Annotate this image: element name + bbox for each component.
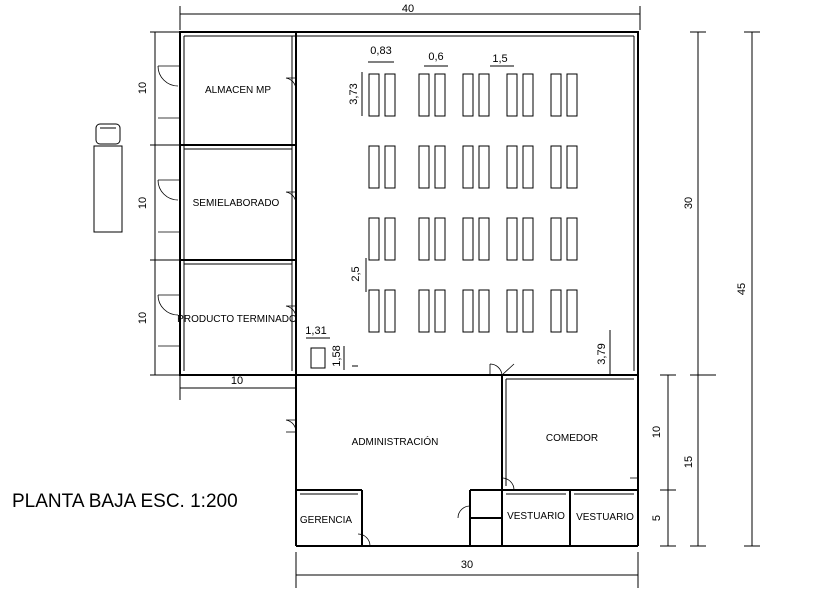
work-table [478, 145, 490, 189]
work-table [478, 289, 490, 333]
work-table [462, 289, 474, 333]
work-table [566, 73, 578, 117]
room-almacen: ALMACEN MP [205, 85, 271, 96]
work-table [566, 145, 578, 189]
work-table [384, 289, 396, 333]
work-table [566, 217, 578, 261]
work-table [478, 73, 490, 117]
dimension-left: 10 10 10 [137, 31, 180, 376]
production-tables [368, 73, 578, 333]
dim-left-3: 10 [137, 312, 149, 324]
work-table [478, 217, 490, 261]
dim-left-1: 10 [137, 82, 149, 94]
work-table [506, 217, 518, 261]
work-table [550, 289, 562, 333]
dim-right-clear: 3,79 [596, 343, 608, 364]
dim-table-spacing: 1,5 [492, 53, 507, 65]
work-table [506, 73, 518, 117]
dim-table-width: 0,6 [428, 51, 443, 63]
work-table [522, 73, 534, 117]
plan-title: PLANTA BAJA ESC. 1:200 [12, 491, 238, 512]
dimension-right: 30 45 10 15 5 [651, 31, 760, 547]
work-table [384, 73, 396, 117]
room-administracion: ADMINISTRACIÓN [352, 435, 439, 448]
dimension-top: 40 [179, 3, 641, 30]
room-semielaborado: SEMIELABORADO [193, 198, 280, 209]
work-table [522, 217, 534, 261]
office-block [285, 363, 638, 547]
dim-small-w: 1,31 [305, 325, 326, 337]
work-table [418, 289, 430, 333]
work-table [368, 145, 380, 189]
dim-right-lower-5: 5 [651, 515, 663, 521]
dim-small-h: 1,58 [331, 345, 343, 366]
work-table [418, 73, 430, 117]
work-table [434, 73, 446, 117]
dim-top-width: 40 [402, 3, 414, 15]
work-table [462, 145, 474, 189]
dim-aisle: 2,5 [350, 266, 362, 281]
work-table [462, 73, 474, 117]
truck-icon [93, 123, 123, 233]
work-table [368, 289, 380, 333]
room-vestuario-2: VESTUARIO [576, 512, 634, 523]
dim-right-30: 30 [683, 197, 695, 209]
dimension-bottom: 30 [295, 552, 639, 588]
work-table [384, 217, 396, 261]
work-table [418, 217, 430, 261]
work-table [434, 145, 446, 189]
work-table [418, 145, 430, 189]
dim-right-lower-15: 15 [683, 456, 695, 468]
work-table [506, 145, 518, 189]
work-table [550, 217, 562, 261]
production-dimensions: 0,83 0,6 1,5 3,73 2,5 1,31 1,58 3,79 [305, 45, 611, 375]
work-table [550, 73, 562, 117]
dim-right-lower-10: 10 [651, 426, 663, 438]
room-comedor: COMEDOR [546, 433, 598, 444]
work-table [368, 73, 380, 117]
work-table [566, 289, 578, 333]
dim-right-45: 45 [736, 283, 748, 295]
work-table [506, 289, 518, 333]
work-table [522, 145, 534, 189]
work-table [462, 217, 474, 261]
left-doors [157, 65, 297, 347]
dim-left-block: 10 [231, 375, 243, 387]
room-vestuario-1: VESTUARIO [507, 511, 565, 522]
dimension-left-block: 10 [179, 375, 296, 400]
room-gerencia: GERENCIA [300, 515, 353, 526]
work-table [434, 217, 446, 261]
dim-table-length: 3,73 [348, 83, 360, 104]
work-table [434, 289, 446, 333]
work-table [368, 217, 380, 261]
work-table [522, 289, 534, 333]
work-table [384, 145, 396, 189]
room-producto: PRODUCTO TERMINADO [177, 314, 297, 325]
work-table [550, 145, 562, 189]
dim-left-2: 10 [137, 197, 149, 209]
dim-bottom-width: 30 [461, 559, 473, 571]
outer-walls [179, 31, 639, 547]
dim-table-gap: 0,83 [370, 45, 391, 57]
